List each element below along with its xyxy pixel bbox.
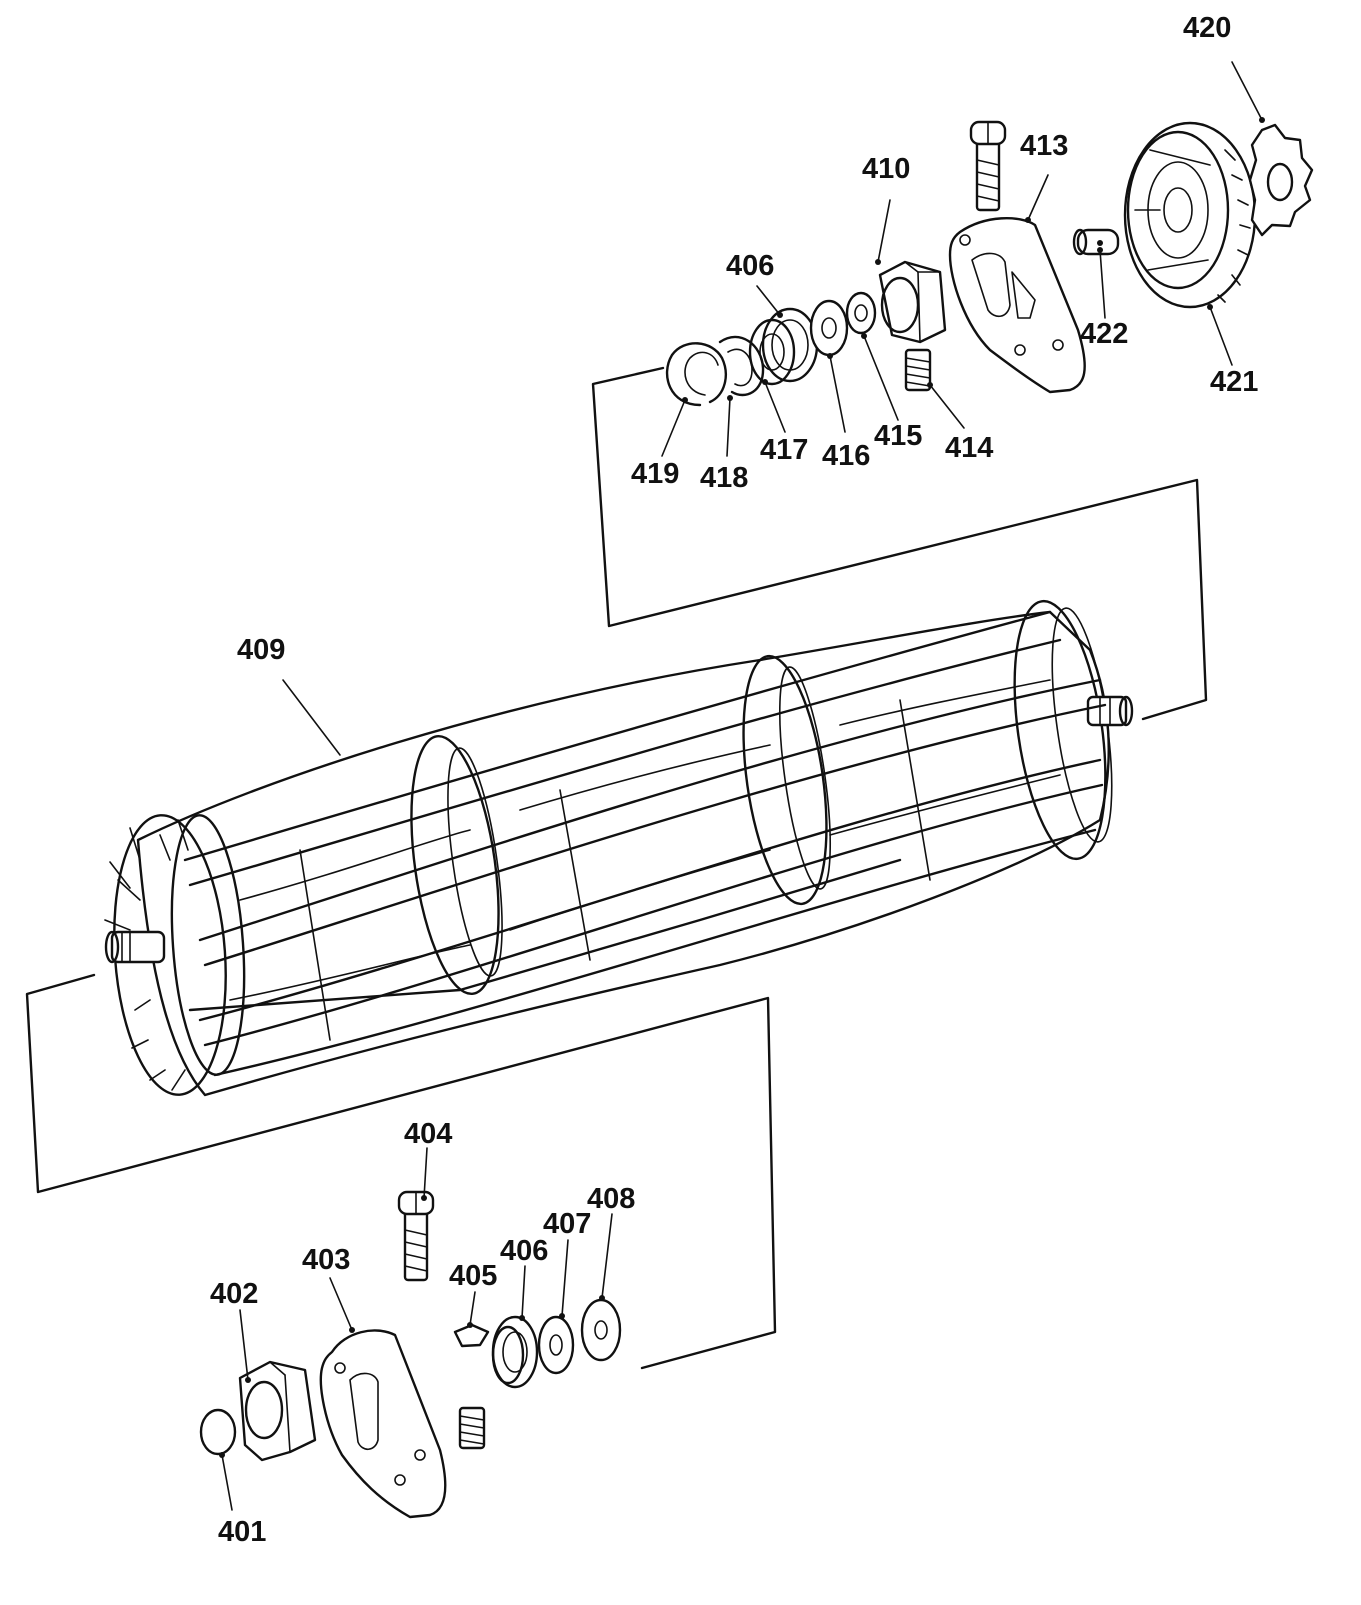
part-419-drawing [665, 342, 727, 407]
part-417-drawing [748, 307, 819, 386]
part-413-drawing [948, 217, 1086, 394]
upper-leader-lines [282, 61, 1265, 756]
part-label-417: 417 [760, 434, 809, 466]
lower-leader-lines [219, 1147, 613, 1511]
part-403-drawing [319, 1329, 447, 1519]
part-spring-lower-drawing [458, 1406, 486, 1450]
part-label-422: 422 [1080, 318, 1129, 350]
part-label-421: 421 [1210, 366, 1259, 398]
part-407-drawing [537, 1315, 575, 1375]
upper-assembly-bracket [591, 366, 1208, 721]
part-label-408: 408 [587, 1183, 636, 1215]
part-label-406-upper: 406 [726, 250, 775, 282]
part-422-drawing [1072, 228, 1120, 256]
part-402-drawing [238, 1360, 317, 1462]
part-label-413: 413 [1020, 130, 1069, 162]
part-label-407: 407 [543, 1208, 592, 1240]
part-415-drawing [845, 291, 877, 335]
part-401-drawing [199, 1408, 237, 1456]
part-414-drawing [904, 348, 932, 392]
part-421-drawing [1123, 121, 1257, 309]
part-404-drawing [397, 1190, 435, 1282]
part-label-409: 409 [237, 634, 286, 666]
cutting-cylinder-409 [104, 599, 1134, 1097]
part-420-drawing [1248, 123, 1314, 237]
part-406a-drawing [491, 1315, 539, 1389]
part-label-418: 418 [700, 462, 749, 494]
lower-assembly-bracket [25, 973, 777, 1370]
part-416-drawing [809, 299, 849, 357]
part-405-drawing [453, 1323, 490, 1348]
part-label-401: 401 [218, 1516, 267, 1548]
part-408-drawing [580, 1298, 622, 1362]
part-label-416: 416 [822, 440, 871, 472]
part-418-drawing [718, 335, 765, 397]
part-label-404: 404 [404, 1118, 453, 1150]
part-413-screw-drawing [969, 120, 1007, 212]
part-label-403: 403 [302, 1244, 351, 1276]
part-label-410: 410 [862, 153, 911, 185]
part-label-419: 419 [631, 458, 680, 490]
part-label-415: 415 [874, 420, 923, 452]
part-410-drawing [878, 260, 947, 344]
part-label-402: 402 [210, 1278, 259, 1310]
part-label-406-lower: 406 [500, 1235, 549, 1267]
part-label-420: 420 [1183, 12, 1232, 44]
part-label-405: 405 [449, 1260, 498, 1292]
part-label-414: 414 [945, 432, 994, 464]
